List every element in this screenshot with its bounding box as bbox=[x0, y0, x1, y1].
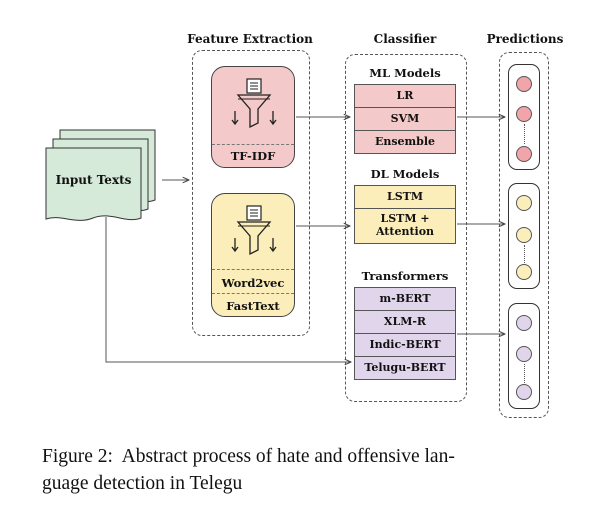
transformer-xlmr: XLM-R bbox=[354, 310, 456, 334]
predictions-header: Predictions bbox=[486, 32, 564, 46]
transformer-telugu-bert: Telugu-BERT bbox=[354, 356, 456, 380]
ml-prediction-column bbox=[508, 64, 540, 170]
transformer-prediction-column bbox=[508, 303, 540, 409]
dl-models-title: DL Models bbox=[370, 167, 440, 181]
classifier-header: Classifier bbox=[373, 32, 437, 46]
dl-model-lstm-attention: LSTM + Attention bbox=[354, 208, 456, 244]
document-filter-icon bbox=[230, 77, 278, 129]
document-filter-icon bbox=[230, 204, 278, 256]
prediction-circle bbox=[516, 195, 532, 211]
embedding-card: Word2vec FastText bbox=[211, 193, 295, 317]
ml-models-title: ML Models bbox=[369, 66, 441, 80]
prediction-circle bbox=[516, 76, 532, 92]
figure-caption: Figure 2: Abstract process of hate and o… bbox=[42, 443, 562, 497]
fasttext-label: FastText bbox=[226, 299, 280, 313]
prediction-circle bbox=[516, 106, 532, 122]
transformer-mbert: m-BERT bbox=[354, 287, 456, 311]
prediction-circle bbox=[516, 315, 532, 331]
ml-model-lr: LR bbox=[354, 84, 456, 108]
predictions-panel bbox=[499, 52, 549, 418]
dl-prediction-column bbox=[508, 183, 540, 289]
tfidf-card: TF-IDF bbox=[211, 66, 295, 168]
word2vec-label: Word2vec bbox=[221, 276, 285, 290]
prediction-circle bbox=[516, 384, 532, 400]
prediction-circle bbox=[516, 227, 532, 243]
input-texts-label: Input Texts bbox=[55, 173, 132, 187]
tfidf-label: TF-IDF bbox=[230, 149, 276, 163]
prediction-circle bbox=[516, 146, 532, 162]
feature-extraction-header: Feature Extraction bbox=[187, 32, 313, 46]
ml-model-ensemble: Ensemble bbox=[354, 130, 456, 154]
caption-line-1: Figure 2: Abstract process of hate and o… bbox=[42, 446, 455, 467]
ml-model-svm: SVM bbox=[354, 107, 456, 131]
caption-line-2: guage detection in Telegu bbox=[42, 473, 243, 494]
transformer-indic-bert: Indic-BERT bbox=[354, 333, 456, 357]
prediction-circle bbox=[516, 346, 532, 362]
dl-model-lstm: LSTM bbox=[354, 185, 456, 209]
transformers-title: Transformers bbox=[361, 269, 449, 283]
prediction-circle bbox=[516, 264, 532, 280]
